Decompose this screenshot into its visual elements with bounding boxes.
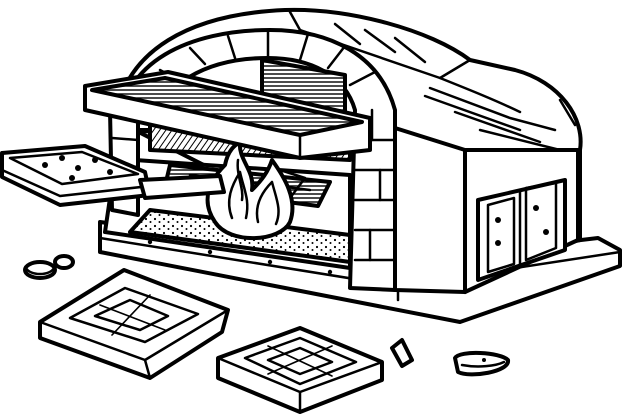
pizza-peel (0, 144, 226, 207)
door-knob (495, 217, 501, 223)
door-knob (533, 205, 539, 211)
floor-tile (38, 268, 230, 380)
open-door-panel (83, 70, 372, 160)
stone-arch (118, 28, 397, 292)
fire (205, 140, 295, 241)
floor-tile (216, 326, 384, 414)
scattered-pebble (23, 260, 57, 280)
scattered-pebble (453, 351, 510, 377)
door-knob (495, 240, 501, 246)
door-knob (543, 229, 549, 235)
scattered-pebble (53, 254, 75, 270)
scattered-pebble (390, 338, 414, 368)
side-compartment (393, 126, 580, 294)
